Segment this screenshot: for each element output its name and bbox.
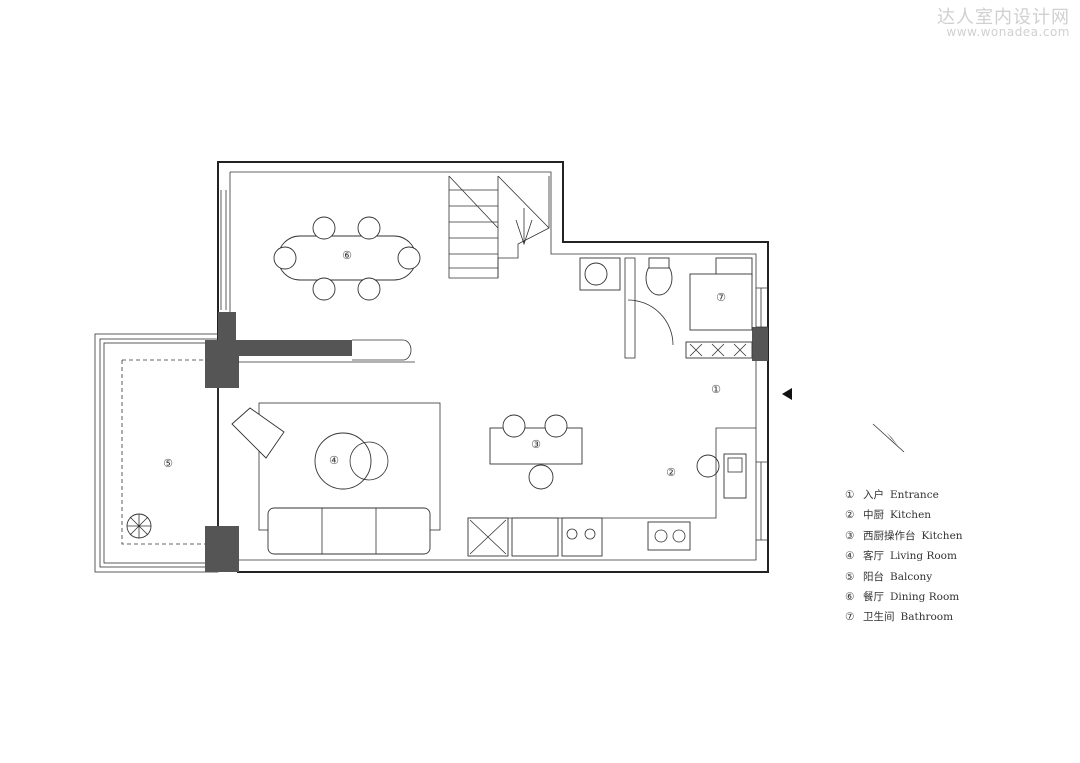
watermark-url: www.wonadea.com [946,25,1070,39]
watermark-title: 达人室内设计网 [937,7,1070,28]
room-label-6: ⑥ [342,249,352,262]
structural-columns [205,312,768,572]
room-label-1: ① [711,383,721,396]
dining-set [273,216,421,301]
north-compass-icon [872,423,905,453]
kitchen-counters [467,427,756,557]
room-label-5: ⑤ [163,457,173,470]
staircase [448,175,550,279]
windows [220,190,768,541]
living-area [231,402,441,555]
balcony [94,333,219,573]
room-label-3: ③ [531,438,541,451]
room-label-4: ④ [329,454,339,467]
kitchen-island [489,414,720,490]
entrance-arrow-icon[interactable] [782,388,792,400]
room-label-7: ⑦ [716,291,726,304]
bathroom [579,257,753,359]
room-label-2: ② [666,466,676,479]
